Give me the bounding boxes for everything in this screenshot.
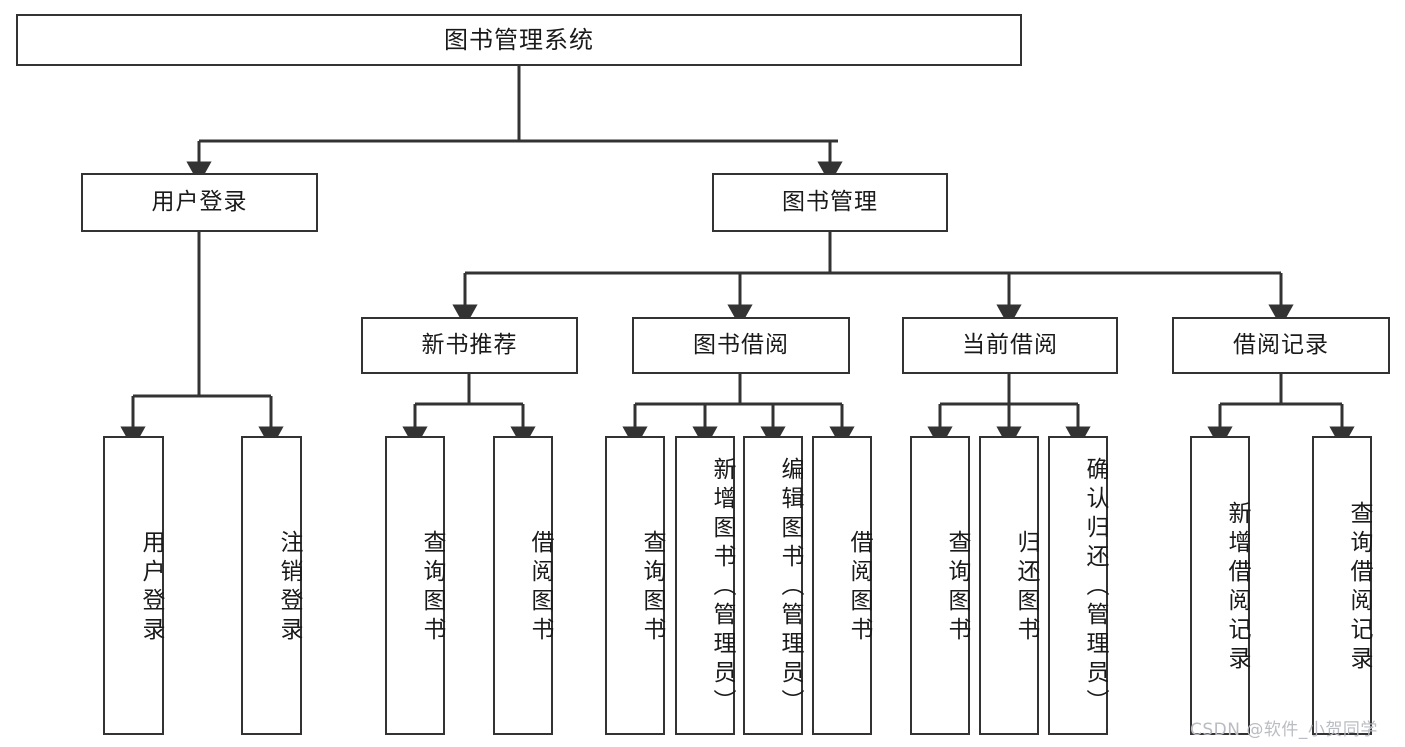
leaf-borrow-book-1[interactable]: 借阅图书 bbox=[493, 436, 553, 735]
node-current-borrow[interactable]: 当前借阅 bbox=[902, 317, 1118, 374]
node-label: 查询图书 bbox=[944, 529, 970, 646]
node-label: 查询借阅记录 bbox=[1346, 500, 1372, 675]
leaf-return-book[interactable]: 归还图书 bbox=[979, 436, 1039, 735]
leaf-confirm-return[interactable]: 确认归还（管理员） bbox=[1048, 436, 1108, 735]
node-new-book-recommend[interactable]: 新书推荐 bbox=[361, 317, 578, 374]
node-label: 确认归还（管理员） bbox=[1082, 457, 1108, 718]
node-label: 用户登录 bbox=[138, 529, 164, 646]
node-label: 新增图书（管理员） bbox=[709, 457, 735, 718]
leaf-query-book-3[interactable]: 查询图书 bbox=[910, 436, 970, 735]
leaf-user-login[interactable]: 用户登录 bbox=[103, 436, 164, 735]
node-label: 归还图书 bbox=[1013, 529, 1039, 646]
node-label: 图书管理系统 bbox=[444, 25, 594, 54]
leaf-borrow-book-2[interactable]: 借阅图书 bbox=[812, 436, 872, 735]
node-label: 查询图书 bbox=[419, 529, 445, 646]
node-book-borrow[interactable]: 图书借阅 bbox=[632, 317, 850, 374]
node-user-login[interactable]: 用户登录 bbox=[81, 173, 318, 232]
node-label: 借阅图书 bbox=[527, 529, 553, 646]
leaf-query-book-1[interactable]: 查询图书 bbox=[385, 436, 445, 735]
csdn-watermark: CSDN @软件_小贺同学 bbox=[1190, 720, 1378, 740]
node-borrow-record[interactable]: 借阅记录 bbox=[1172, 317, 1390, 374]
leaf-user-logout[interactable]: 注销登录 bbox=[241, 436, 302, 735]
node-label: 图书管理 bbox=[782, 188, 878, 215]
leaf-query-book-2[interactable]: 查询图书 bbox=[605, 436, 665, 735]
leaf-add-record[interactable]: 新增借阅记录 bbox=[1190, 436, 1250, 735]
node-label: 新书推荐 bbox=[421, 331, 518, 358]
node-label: 编辑图书（管理员） bbox=[777, 457, 803, 718]
leaf-query-record[interactable]: 查询借阅记录 bbox=[1312, 436, 1372, 735]
node-label: 用户登录 bbox=[151, 188, 248, 215]
node-label: 图书借阅 bbox=[693, 331, 789, 358]
node-root-system[interactable]: 图书管理系统 bbox=[16, 14, 1022, 66]
node-label: 借阅图书 bbox=[846, 529, 872, 646]
node-label: 借阅记录 bbox=[1233, 331, 1329, 358]
node-label: 查询图书 bbox=[639, 529, 665, 646]
leaf-add-book[interactable]: 新增图书（管理员） bbox=[675, 436, 735, 735]
node-label: 新增借阅记录 bbox=[1224, 500, 1250, 675]
node-book-manage[interactable]: 图书管理 bbox=[712, 173, 948, 232]
node-label: 当前借阅 bbox=[962, 331, 1058, 358]
node-label: 注销登录 bbox=[276, 529, 302, 646]
leaf-edit-book[interactable]: 编辑图书（管理员） bbox=[743, 436, 803, 735]
